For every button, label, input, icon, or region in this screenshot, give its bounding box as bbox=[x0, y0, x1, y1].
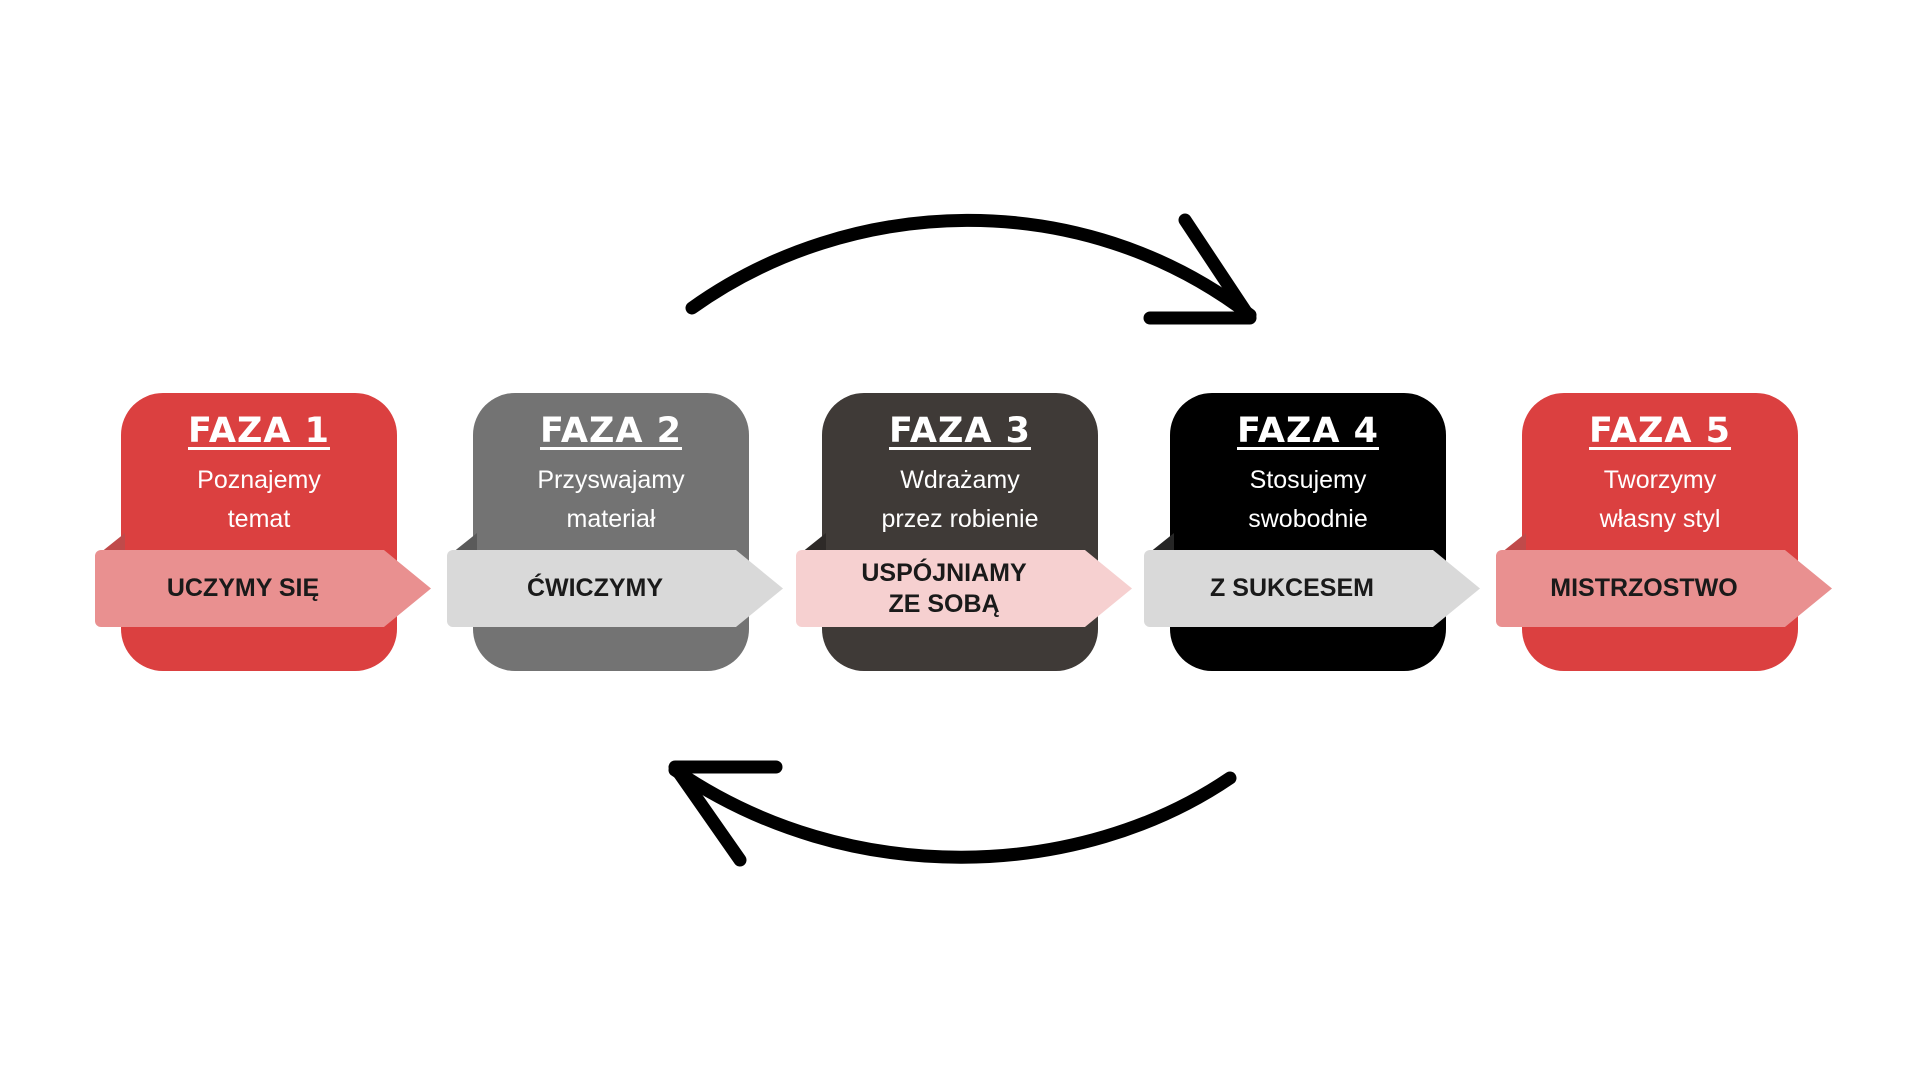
phase-description-line: Przyswajamy bbox=[537, 466, 685, 494]
phase-description-line: Wdrażamy bbox=[900, 466, 1020, 494]
phase-description: Tworzymy własny styl bbox=[1540, 461, 1780, 539]
phase-description-line: materiał bbox=[566, 505, 656, 533]
phase-2: FAZA 2 Przyswajamy materiał ĆWICZYMY bbox=[447, 393, 787, 673]
phase-banner-label: MISTRZOSTWO bbox=[1550, 574, 1738, 602]
phase-banner-label-line: ZE SOBĄ bbox=[888, 589, 1000, 618]
phase-description: Wdrażamy przez robienie bbox=[840, 461, 1080, 539]
phase-card: FAZA 2 Przyswajamy materiał bbox=[473, 393, 749, 671]
phase-description-line: przez robienie bbox=[881, 505, 1039, 533]
phase-banner: MISTRZOSTWO bbox=[1496, 550, 1832, 627]
phase-description-line: Stosujemy bbox=[1249, 466, 1367, 494]
phase-5: FAZA 5 Tworzymy własny styl MISTRZOSTWO bbox=[1496, 393, 1836, 673]
top-cycle-arrow-icon bbox=[685, 213, 1257, 325]
phase-banner-label: ĆWICZYMY bbox=[526, 574, 664, 602]
phase-description: Poznajemy temat bbox=[139, 461, 379, 539]
phase-description-line: swobodnie bbox=[1248, 505, 1368, 533]
phase-banner: Z SUKCESEM bbox=[1144, 550, 1480, 627]
phase-card: FAZA 5 Tworzymy własny styl bbox=[1522, 393, 1798, 671]
phase-card: FAZA 1 Poznajemy temat bbox=[121, 393, 397, 671]
phase-description-line: temat bbox=[227, 505, 291, 533]
phase-card: FAZA 4 Stosujemy swobodnie bbox=[1170, 393, 1446, 671]
phase-3: FAZA 3 Wdrażamy przez robienie USPÓJNIAM… bbox=[796, 393, 1136, 673]
phase-4: FAZA 4 Stosujemy swobodnie Z SUKCESEM bbox=[1144, 393, 1484, 673]
phase-banner: ĆWICZYMY bbox=[447, 550, 783, 627]
phase-description-line: Poznajemy bbox=[197, 466, 321, 494]
phase-banner: UCZYMY SIĘ bbox=[95, 550, 431, 627]
phase-title: FAZA 1 bbox=[188, 411, 330, 451]
phase-title: FAZA 4 bbox=[1237, 411, 1379, 451]
phase-banner-label: USPÓJNIAMY ZE SOBĄ bbox=[809, 558, 1079, 620]
phase-title: FAZA 2 bbox=[540, 411, 682, 451]
phase-description: Stosujemy swobodnie bbox=[1188, 461, 1428, 539]
phase-description: Przyswajamy materiał bbox=[491, 461, 731, 539]
phase-description-line: Tworzymy bbox=[1603, 466, 1717, 494]
phase-title: FAZA 3 bbox=[889, 411, 1031, 451]
phase-card: FAZA 3 Wdrażamy przez robienie bbox=[822, 393, 1098, 671]
phase-title: FAZA 5 bbox=[1589, 411, 1731, 451]
phase-banner-label: UCZYMY SIĘ bbox=[166, 574, 320, 602]
phase-description-line: własny styl bbox=[1599, 505, 1721, 533]
phase-banner-label-line: USPÓJNIAMY bbox=[861, 558, 1027, 587]
phase-banner-label: Z SUKCESEM bbox=[1210, 574, 1374, 602]
phase-1: FAZA 1 Poznajemy temat UCZYMY SIĘ bbox=[95, 393, 435, 673]
bottom-cycle-arrow-icon bbox=[668, 760, 1237, 867]
phase-banner: USPÓJNIAMY ZE SOBĄ bbox=[796, 550, 1132, 627]
